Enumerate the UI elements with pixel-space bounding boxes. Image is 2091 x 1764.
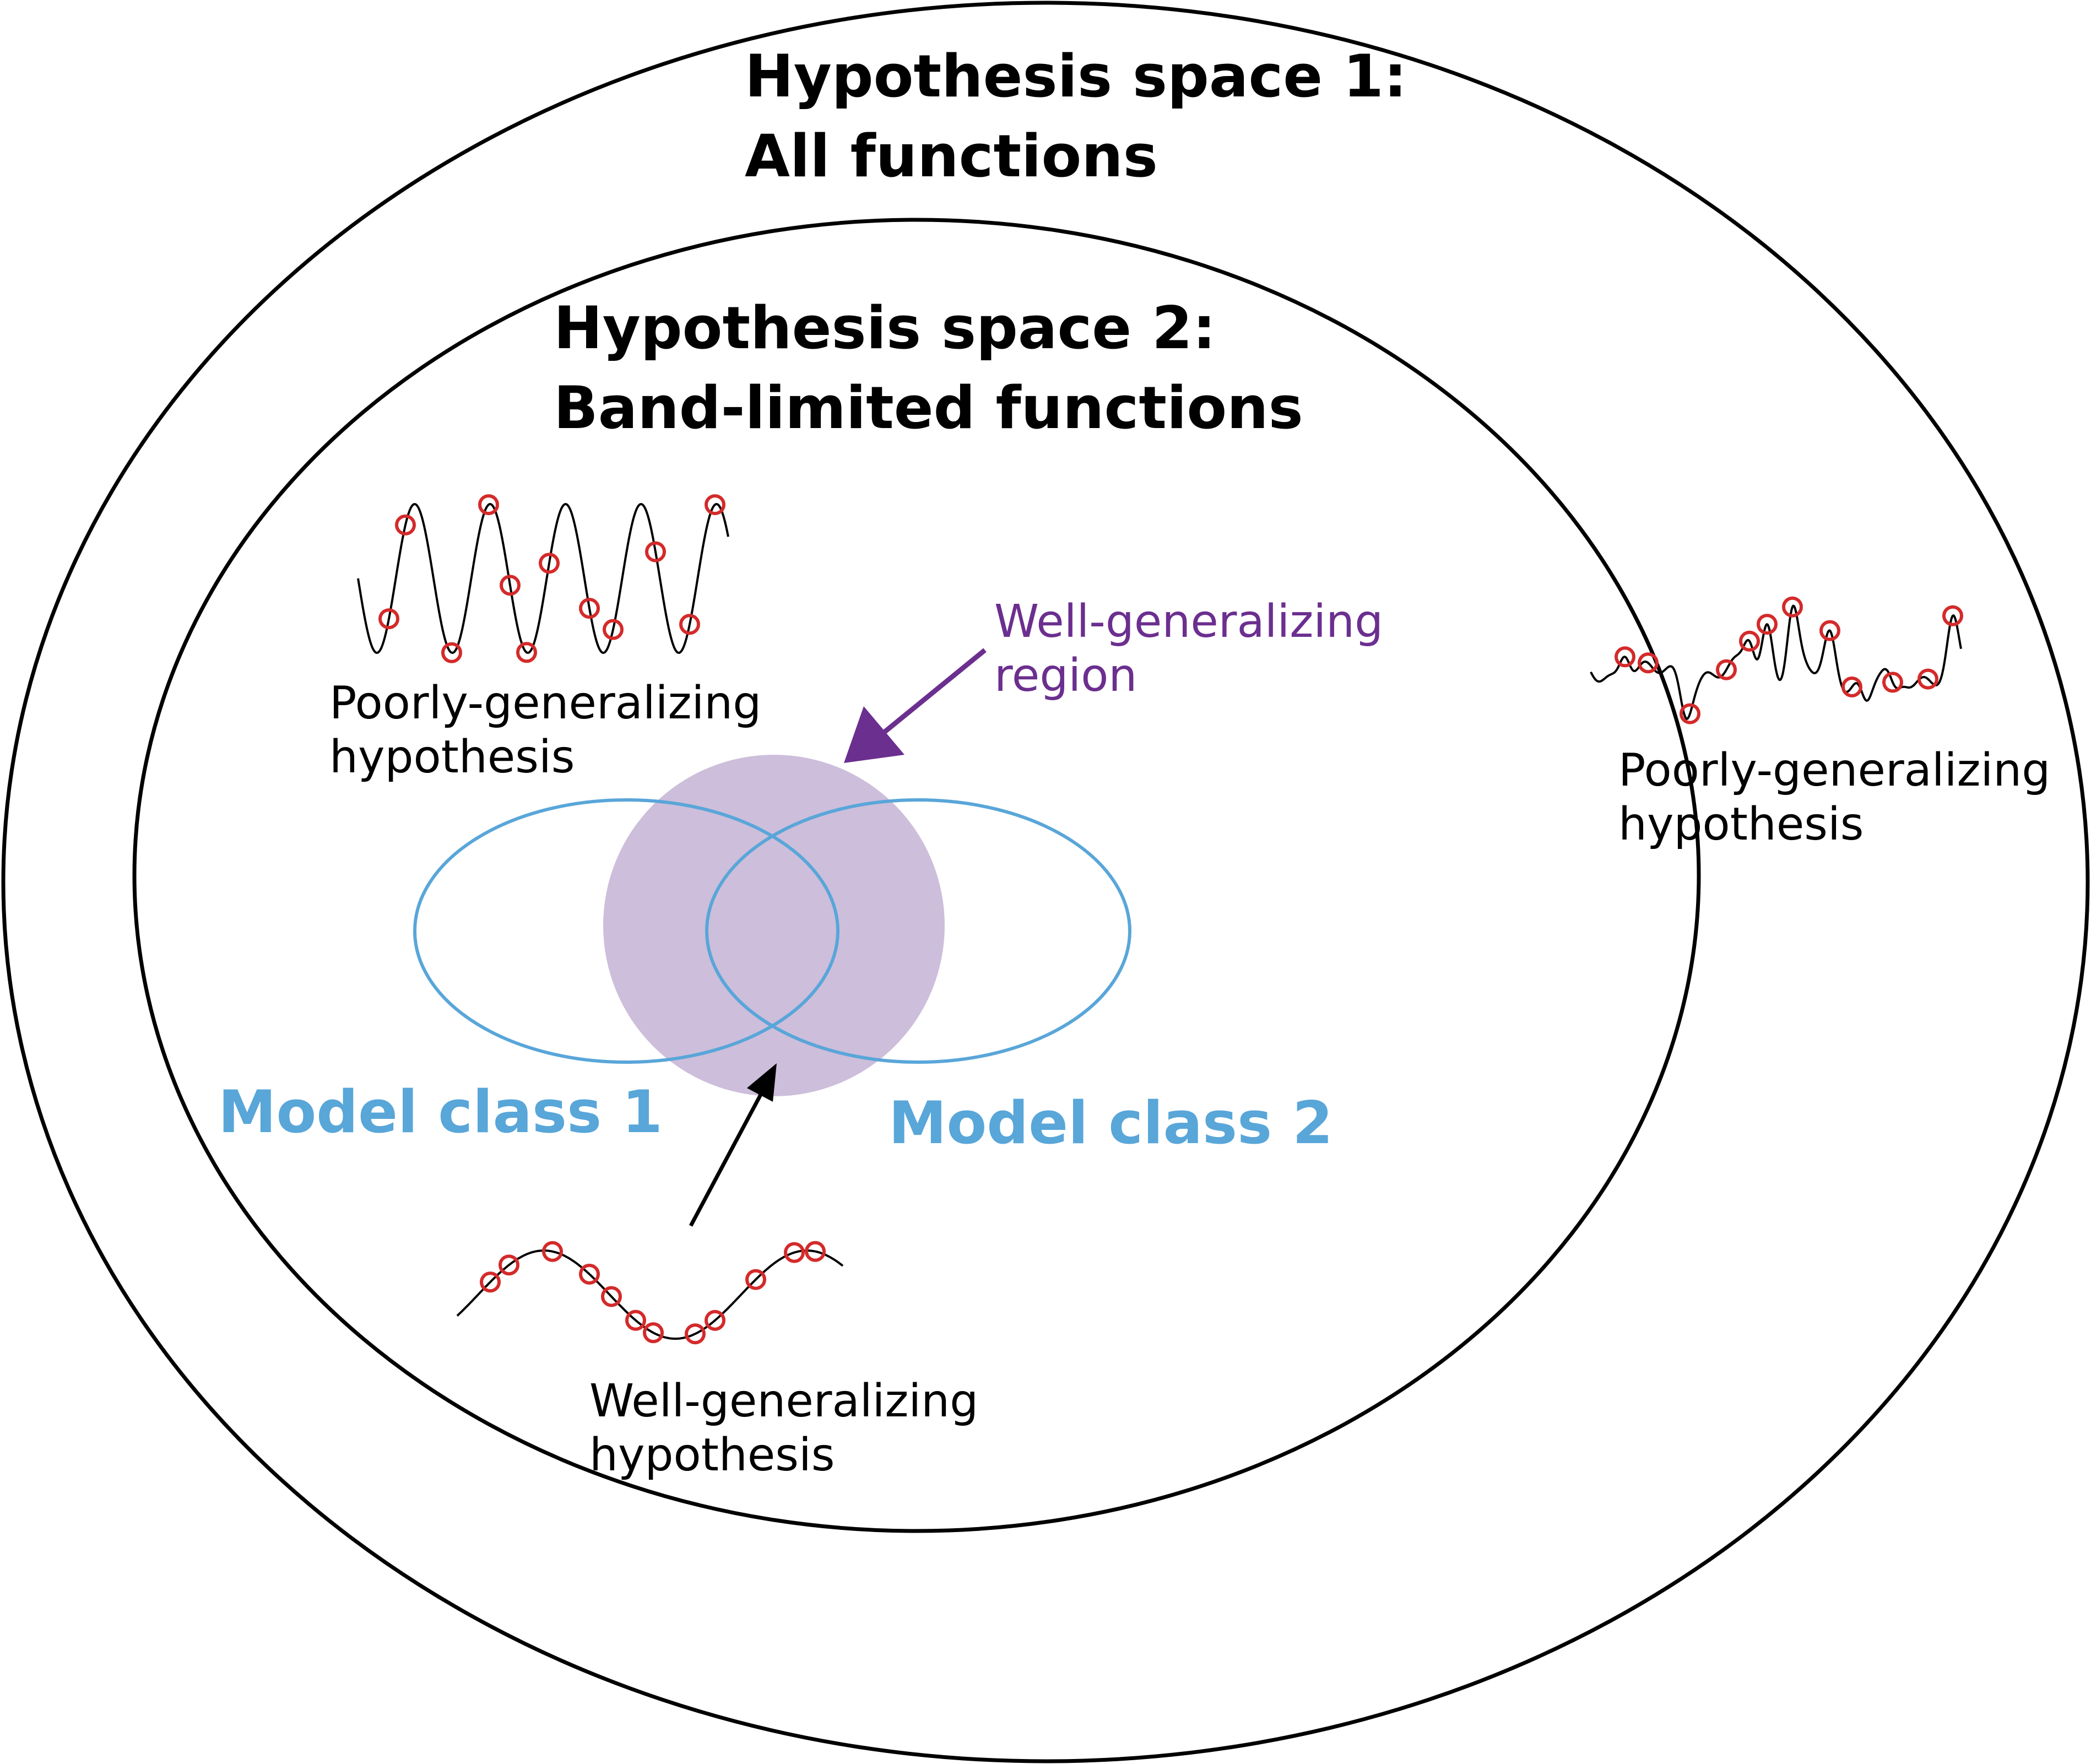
space1-line2: All functions: [745, 122, 1158, 191]
poor-inner-label: Poorly-generalizing hypothesis: [329, 677, 761, 785]
sample-point: [1819, 620, 1840, 641]
sample-point: [1739, 630, 1760, 652]
region-arrow-head: [844, 706, 904, 763]
poor-outer-line1: Poorly-generalizing: [1618, 744, 2051, 797]
sample-point: [1716, 659, 1737, 680]
region-arrow-shaft: [879, 648, 987, 738]
sample-point: [603, 619, 624, 640]
sample-point: [625, 1310, 646, 1331]
well-hypothesis-curve: [456, 1249, 844, 1340]
sample-point: [1680, 703, 1700, 724]
model-class-2-boundary: [705, 798, 1131, 1064]
sample-point: [441, 642, 462, 663]
well-generalizing-region: [603, 755, 945, 1096]
sample-point: [539, 553, 560, 574]
sample-point: [1942, 605, 1963, 626]
hypothesis-arrow-shaft: [689, 1092, 763, 1227]
poor-inner-line1: Poorly-generalizing: [329, 677, 762, 729]
sample-point: [1782, 596, 1803, 618]
sample-point: [1841, 676, 1862, 697]
model-class-2-label: Model class 2: [889, 1089, 1333, 1157]
sample-point: [1638, 652, 1659, 674]
sample-point: [478, 494, 499, 516]
sample-point: [1757, 614, 1778, 635]
well-region-label: Well-generalizing region: [994, 595, 1383, 704]
sample-point: [705, 1310, 725, 1331]
sample-point: [500, 575, 521, 596]
sample-point: [1615, 646, 1635, 668]
well-region-line2: region: [994, 650, 1137, 702]
sample-point: [745, 1269, 766, 1290]
poor-hypothesis-curve-inner: [357, 502, 729, 654]
well-hypothesis-label: Well-generalizing hypothesis: [589, 1375, 978, 1483]
sample-point: [579, 1263, 600, 1285]
well-region-line1: Well-generalizing: [994, 596, 1384, 648]
sample-point: [805, 1241, 826, 1262]
sample-point: [480, 1271, 501, 1293]
well-hypothesis-line2: hypothesis: [589, 1429, 835, 1482]
sample-point: [516, 642, 537, 663]
sample-point: [601, 1286, 622, 1307]
model-class-1-label: Model class 1: [218, 1078, 663, 1146]
hypothesis-space-2-boundary: [132, 218, 1701, 1533]
sample-point: [643, 1322, 664, 1344]
sample-point: [645, 541, 666, 562]
poor-inner-line2: hypothesis: [329, 731, 575, 784]
model-class-1-boundary: [413, 798, 839, 1064]
sample-point: [395, 514, 416, 535]
space2-line2: Band-limited functions: [554, 374, 1303, 442]
hypothesis-arrow-head: [747, 1063, 777, 1102]
sample-point: [579, 598, 600, 619]
sample-point: [378, 608, 399, 630]
sample-points: [378, 494, 1963, 1345]
poor-outer-label: Poorly-generalizing hypothesis: [1618, 744, 2050, 852]
sample-point: [685, 1323, 706, 1345]
sample-point: [1917, 668, 1938, 690]
well-hypothesis-line1: Well-generalizing: [589, 1375, 979, 1427]
space1-line1: Hypothesis space 1:: [745, 42, 1407, 110]
sample-point: [784, 1242, 805, 1263]
space2-title: Hypothesis space 2: Band-limited functio…: [554, 293, 1303, 443]
poor-outer-line2: hypothesis: [1618, 798, 1864, 851]
space2-line1: Hypothesis space 2:: [554, 294, 1216, 362]
sample-point: [1882, 672, 1903, 693]
sample-point: [542, 1241, 563, 1262]
sample-point: [499, 1254, 519, 1276]
space1-title: Hypothesis space 1: All functions: [745, 41, 1407, 191]
sample-point: [679, 614, 700, 635]
sample-point: [705, 494, 725, 516]
